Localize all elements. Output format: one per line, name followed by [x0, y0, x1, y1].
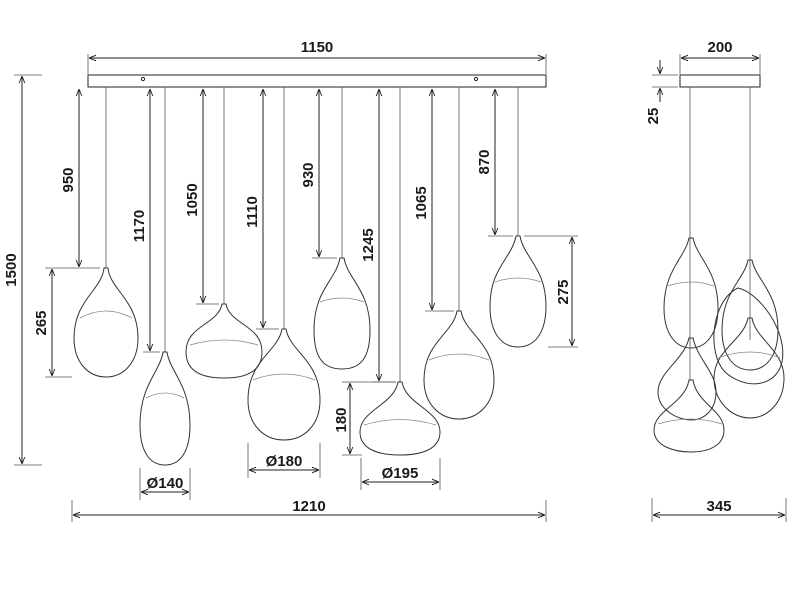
cable-length-1: 950 [60, 167, 77, 192]
diameter-195-label: Ø195 [382, 465, 419, 482]
shade-height-small-label: 180 [333, 407, 350, 432]
side-canopy-height-label: 25 [645, 108, 662, 125]
pendant-shade-7 [423, 310, 495, 420]
side-shade-2 [721, 259, 779, 371]
pendant-shade-2 [139, 351, 191, 466]
side-canopy-width-label: 200 [707, 39, 732, 56]
side-shade-6 [653, 379, 725, 453]
pendant-shade-1 [73, 267, 139, 378]
cable-length-2: 1170 [131, 210, 148, 243]
side-shade-1 [663, 237, 719, 349]
canopy-screw [140, 76, 146, 82]
cable-length-6: 1245 [360, 228, 377, 261]
dimension-canopy-width: 1150 [87, 39, 547, 74]
side-shade-3 [713, 287, 784, 385]
pendant-shade-3 [185, 303, 263, 379]
dimension-shade-height-left: 265 [33, 267, 72, 378]
side-shade-4 [657, 337, 717, 421]
shade-height-left-label: 265 [33, 310, 50, 335]
dimension-shade-height-small: 180 [333, 381, 396, 456]
dimension-side-canopy-height: 25 [645, 60, 678, 124]
total-height-label: 1500 [3, 253, 20, 286]
side-shade-5 [713, 317, 785, 419]
pendant-shade-4 [247, 328, 321, 441]
pendant-shade-8 [489, 235, 547, 348]
canopy-width-label: 1150 [301, 39, 334, 56]
cable-length-5: 930 [300, 162, 317, 187]
pendant-shade-5 [313, 257, 371, 370]
cable-length-4: 1110 [244, 196, 261, 228]
dimension-diameter-195: Ø195 [360, 458, 441, 490]
side-view: 200 25 345 [645, 39, 787, 522]
front-view: 1150 1500 [3, 39, 578, 522]
dimension-shade-height-right: 275 [524, 235, 578, 348]
side-canopy [679, 74, 761, 88]
dimension-total-height: 1500 [3, 74, 42, 466]
cable-length-8: 870 [476, 149, 493, 174]
diameter-180-label: Ø180 [266, 453, 303, 470]
dimension-side-canopy-width: 200 [679, 39, 761, 74]
diameter-140-label: Ø140 [147, 475, 184, 492]
canopy-screw [473, 76, 479, 82]
pendant-cables [105, 87, 519, 382]
side-total-depth-label: 345 [706, 498, 731, 515]
total-width-label: 1210 [292, 498, 325, 515]
cable-length-7: 1065 [413, 186, 430, 219]
canopy-bar [87, 74, 547, 88]
pendant-shade-6 [359, 381, 441, 456]
dimension-total-width: 1210 [71, 498, 547, 522]
dimension-diameter-140: Ø140 [139, 468, 191, 500]
cable-length-3: 1050 [184, 183, 201, 216]
dimension-side-total-depth: 345 [651, 498, 787, 522]
cable-dimensions: 950 1170 1050 1110 930 1245 1065 [60, 89, 513, 383]
shade-height-right-label: 275 [555, 279, 572, 304]
dimension-diameter-180: Ø180 [247, 443, 321, 478]
